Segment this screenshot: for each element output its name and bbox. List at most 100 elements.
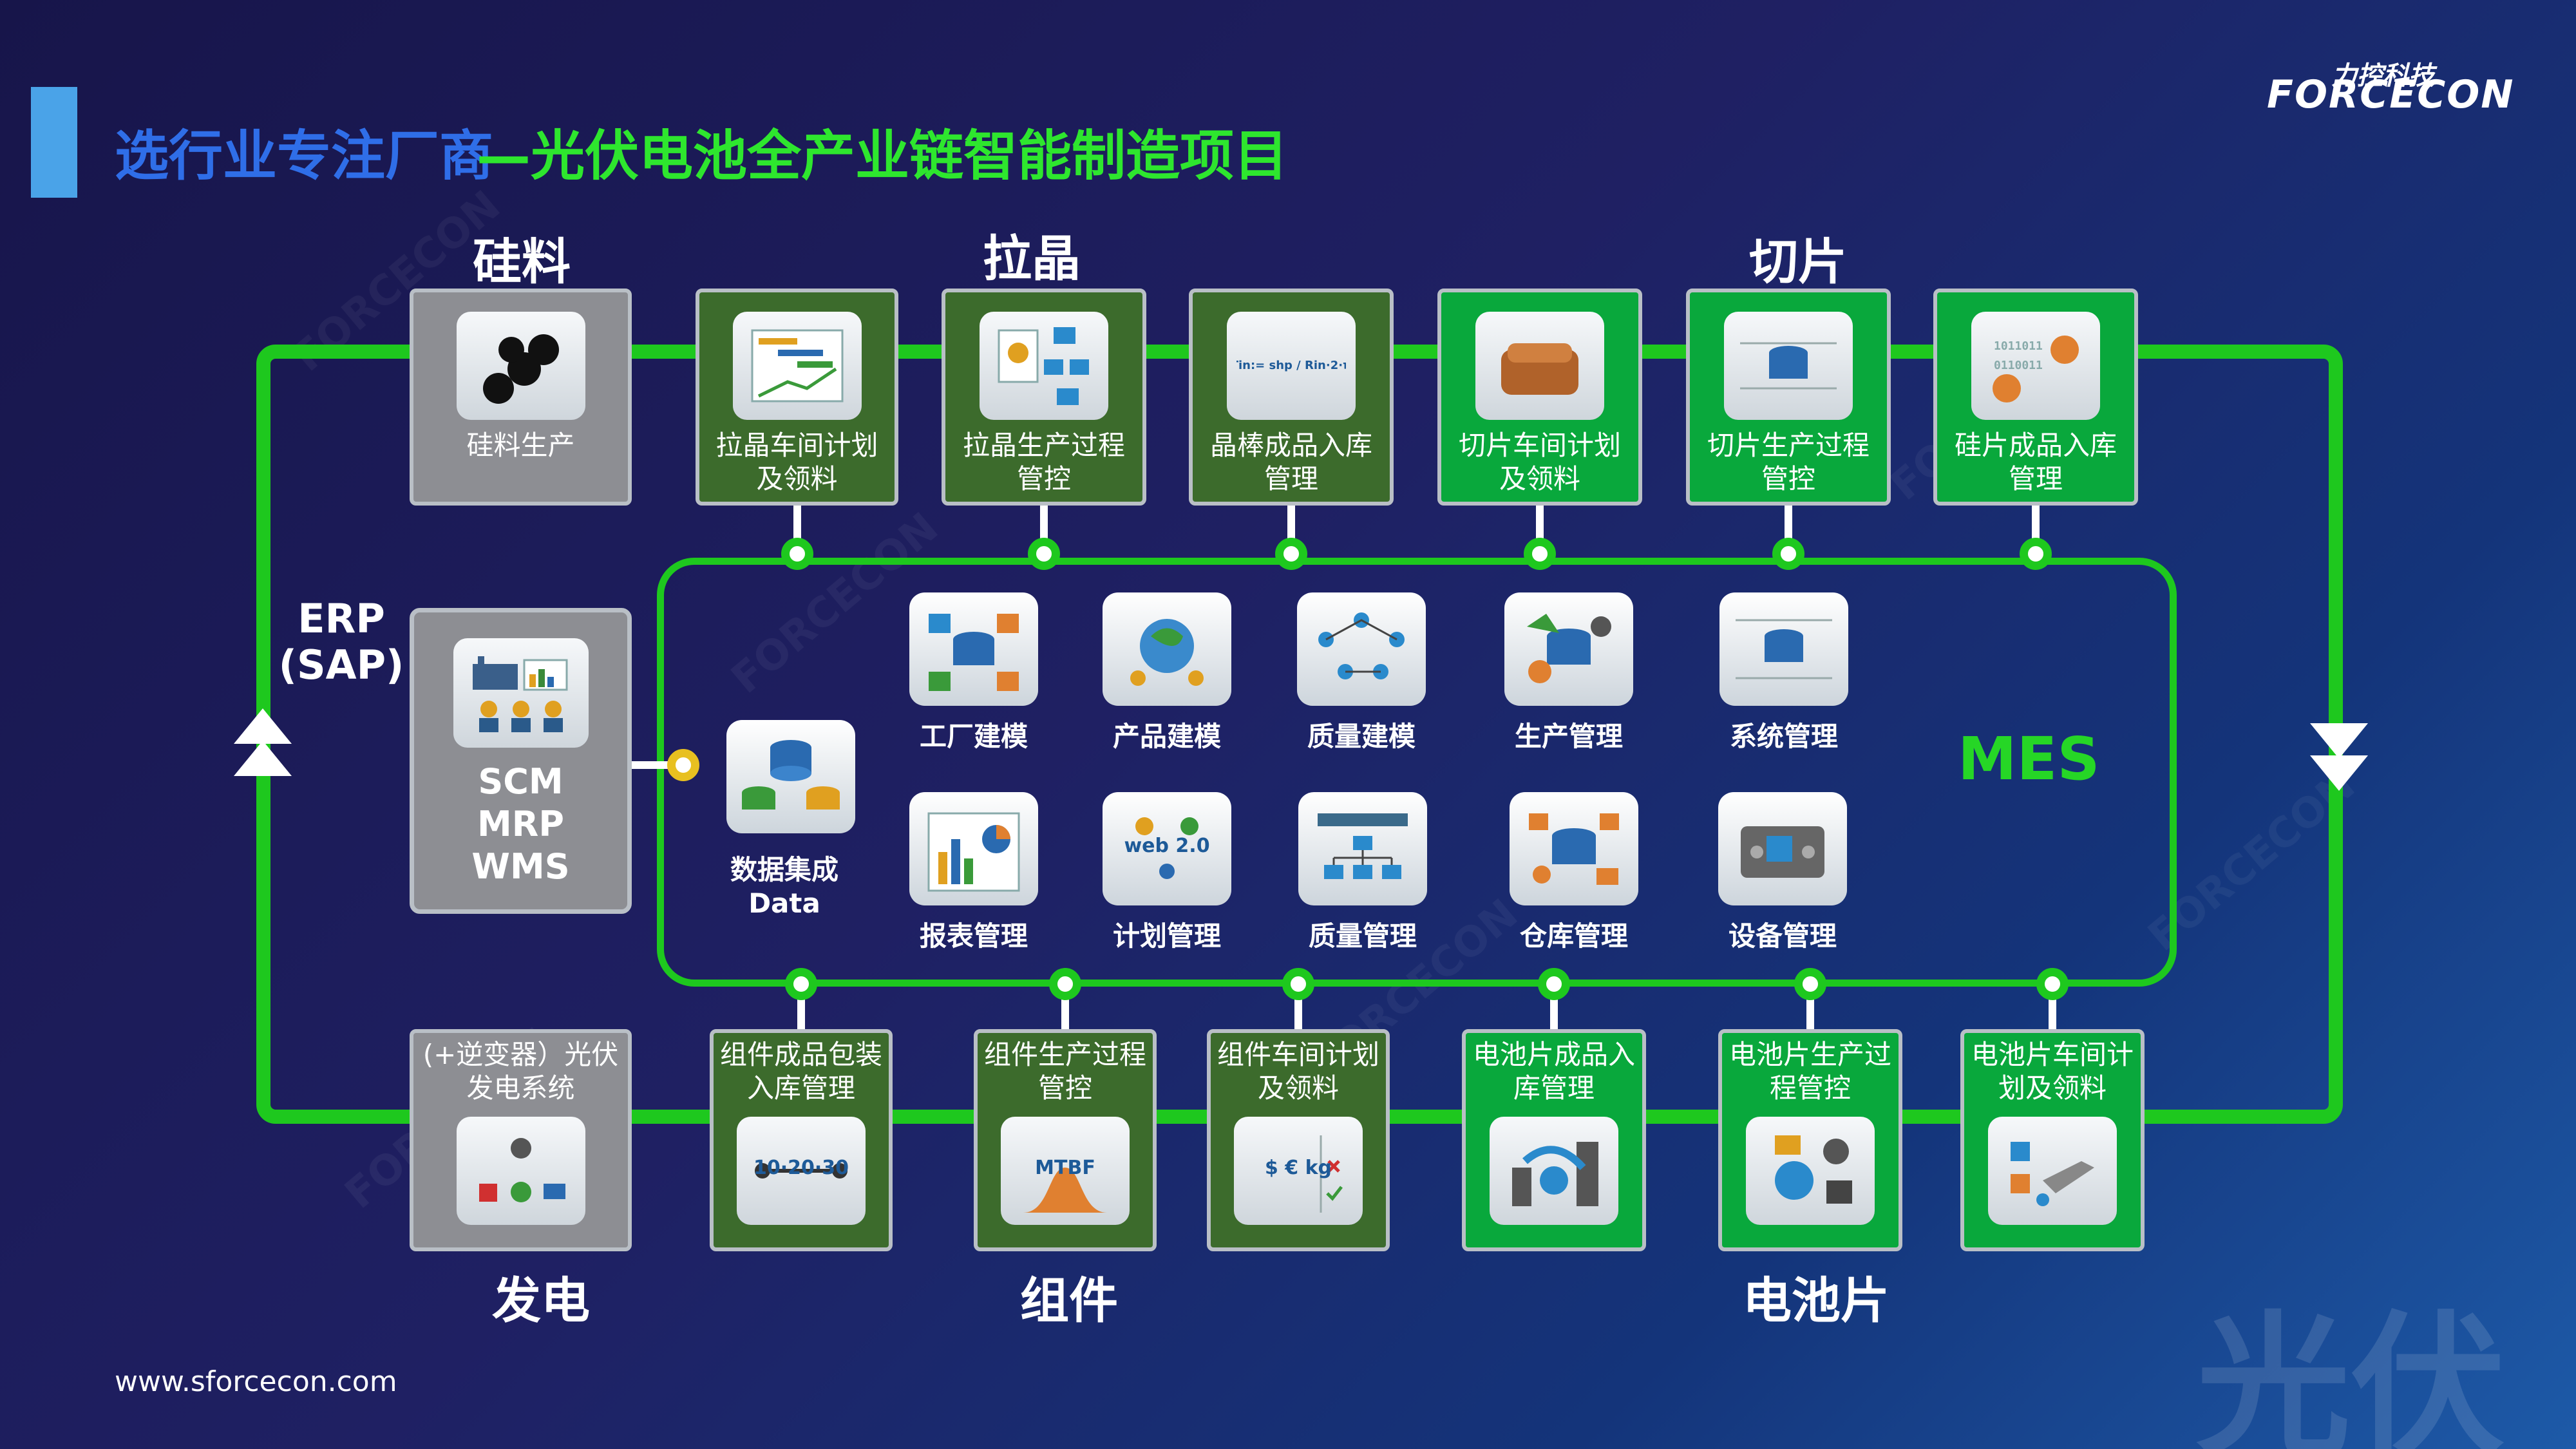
mes-module-label: 生产管理	[1514, 721, 1623, 752]
top-process-card-label: 硅片成品入库管理	[1954, 430, 2117, 495]
arrow-up-icon	[234, 708, 292, 776]
bottom-process-connector-dot	[1538, 968, 1570, 1000]
mes-module-label: 计划管理	[1112, 920, 1221, 952]
bottom-process-connector-dot	[1794, 968, 1826, 1000]
data-integration-sub: Data	[748, 887, 820, 919]
bottom-process-card[interactable]: 10·20·30 组件成品包装入库管理	[710, 1029, 893, 1251]
top-process-card-label: 晶棒成品入库管理	[1209, 430, 1372, 495]
top-process-card[interactable]: 1011011 0110011 硅片成品入库管理	[1933, 289, 2138, 506]
stage-label-cell: 电池片	[1743, 1272, 1889, 1329]
timeline-icon: 10·20·30	[737, 1117, 866, 1225]
web2-team-icon[interactable]: web 2.0	[1103, 792, 1231, 905]
mes-module-label: 设备管理	[1728, 920, 1837, 952]
bottom-process-card[interactable]: (+逆变器）光伏发电系统	[410, 1029, 632, 1251]
top-process-connector-dot	[1275, 538, 1307, 570]
erp-line1: ERP	[298, 595, 385, 642]
scm-line2: MRP	[477, 804, 564, 844]
top-process-connector-dot	[2020, 538, 2052, 570]
top-process-connector-dot	[1772, 538, 1804, 570]
circuit-db-icon	[1724, 312, 1853, 420]
top-process-card-label: 切片生产过程管控	[1707, 430, 1870, 495]
top-process-connector	[1785, 506, 1792, 545]
production-db-icon[interactable]	[1504, 592, 1633, 706]
gear-globe-icon	[1746, 1117, 1875, 1225]
website-url: www.sforcecon.com	[115, 1365, 397, 1398]
ingot-icon	[1475, 312, 1604, 420]
data-integration-text: 数据集成	[730, 854, 838, 886]
factory-model-icon[interactable]	[909, 592, 1038, 706]
formula-icon: Tin:= shp / Rin·2·π	[1227, 312, 1356, 420]
mes-module-label: 工厂建模	[919, 721, 1028, 752]
scm-card[interactable]: SCM MRP WMS	[410, 608, 632, 914]
warehouse-db-icon[interactable]	[1510, 792, 1638, 905]
bottom-process-connector-dot	[1282, 968, 1314, 1000]
top-process-card[interactable]: 拉晶车间计划及领料	[696, 289, 898, 506]
svg-text:Tin:= shp / Rin·2·π: Tin:= shp / Rin·2·π	[1236, 359, 1346, 372]
logo-cn: 力控科技	[2331, 61, 2434, 91]
top-process-card-label: 拉晶车间计划及领料	[715, 430, 878, 495]
svg-text:1011011: 1011011	[1994, 339, 2043, 353]
scm-line1: SCM	[478, 761, 564, 802]
svg-text:MTBF: MTBF	[1035, 1157, 1095, 1179]
stage-label-slicing: 切片	[1749, 233, 1847, 290]
checklist-icon: $ € kg	[1234, 1117, 1363, 1225]
erp-line2: (SAP)	[278, 641, 404, 688]
top-process-card[interactable]: 切片生产过程管控	[1686, 289, 1891, 506]
pv-system-icon	[456, 1117, 585, 1225]
process-flow-icon[interactable]	[1297, 592, 1426, 706]
bottom-process-card[interactable]: 电池片车间计划及领料	[1960, 1029, 2145, 1251]
mtbf-icon: MTBF	[1001, 1117, 1130, 1225]
bottom-process-card[interactable]: 电池片成品入库管理	[1462, 1029, 1646, 1251]
hierarchy-icon[interactable]	[1298, 792, 1427, 905]
top-process-card-label: 拉晶生产过程管控	[962, 430, 1125, 495]
bottom-process-card[interactable]: 电池片生产过程管控	[1718, 1029, 1902, 1251]
svg-text:0110011: 0110011	[1994, 359, 2043, 372]
mes-module-label: 质量建模	[1307, 721, 1416, 752]
stage-label-silicon: 硅料	[473, 233, 571, 290]
pipes-icon	[456, 312, 585, 420]
gantt-chart-icon	[732, 312, 862, 420]
bottom-process-card-label: 组件成品包装入库管理	[719, 1039, 882, 1104]
mes-module-label: 质量管理	[1308, 920, 1417, 952]
equipment-icon[interactable]	[1718, 792, 1847, 905]
mes-module-label: 系统管理	[1729, 721, 1838, 752]
bottom-process-card-label: 电池片生产过程管控	[1728, 1039, 1891, 1104]
page-title-part2: —光伏电池全产业链智能制造项目	[477, 124, 1289, 187]
title-accent-bar	[31, 87, 77, 198]
top-process-card[interactable]: 切片车间计划及领料	[1437, 289, 1642, 506]
data-integration-label: 数据集成 Data	[688, 853, 881, 920]
scm-connector-dot	[667, 749, 699, 781]
scm-line3: WMS	[471, 846, 570, 887]
mes-module-label: 产品建模	[1112, 721, 1221, 752]
system-db-icon[interactable]	[1719, 592, 1848, 706]
top-process-connector	[1536, 506, 1544, 545]
top-process-connector	[1040, 506, 1048, 545]
stage-label-module: 组件	[1020, 1272, 1118, 1329]
globe-team-icon[interactable]	[1103, 592, 1231, 706]
top-process-card-label: 硅料生产	[466, 430, 575, 461]
top-process-card[interactable]: 硅料生产	[410, 289, 632, 506]
svg-text:web 2.0: web 2.0	[1124, 835, 1209, 857]
data-integration-icon[interactable]	[726, 720, 855, 833]
bottom-process-card-label: 电池片成品入库管理	[1472, 1039, 1635, 1104]
binary-disc-icon: 1011011 0110011	[1971, 312, 2100, 420]
mes-label: MES	[1958, 724, 2100, 793]
stage-label-power: 发电	[492, 1272, 590, 1329]
robot-line-icon	[1988, 1117, 2117, 1225]
mes-module-label: 仓库管理	[1519, 920, 1628, 952]
mes-module-label: 报表管理	[919, 920, 1028, 952]
svg-text:$ € kg: $ € kg	[1265, 1157, 1332, 1179]
bottom-process-connector-dot	[2036, 968, 2069, 1000]
top-process-card[interactable]: 拉晶生产过程管控	[942, 289, 1146, 506]
top-process-card-label: 切片车间计划及领料	[1458, 430, 1621, 495]
scm-text: SCM MRP WMS	[414, 761, 627, 888]
top-process-card[interactable]: Tin:= shp / Rin·2·π 晶棒成品入库管理	[1189, 289, 1394, 506]
bottom-process-card-label: (+逆变器）光伏发电系统	[422, 1039, 619, 1104]
watermark-guangfu: 光伏	[2196, 1297, 2506, 1449]
top-process-connector-dot	[1524, 538, 1556, 570]
bottom-process-card-label: 电池片车间计划及领料	[1971, 1039, 2134, 1104]
report-chart-icon[interactable]	[909, 792, 1038, 905]
